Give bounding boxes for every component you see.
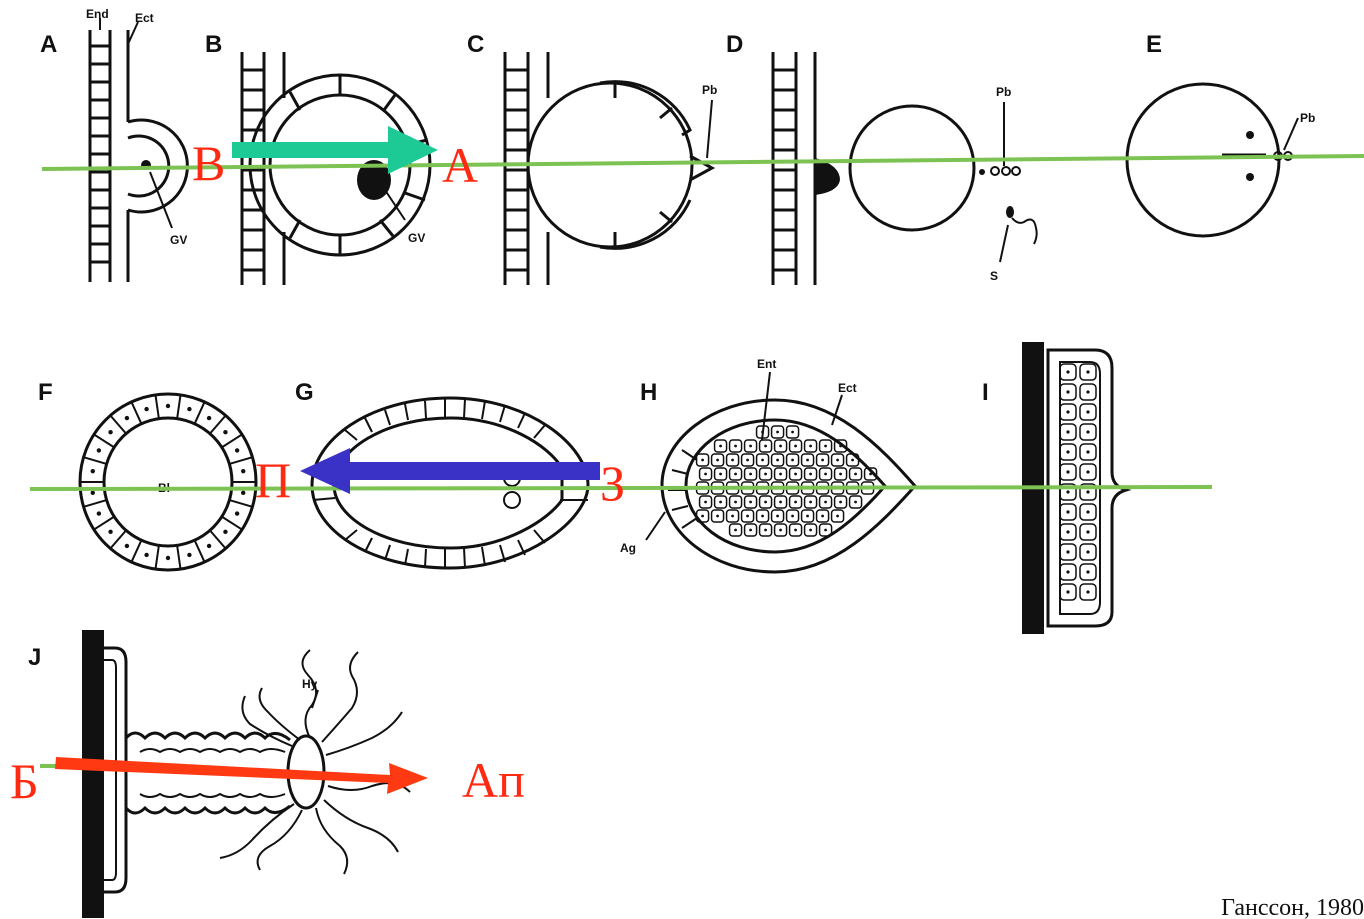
panel-label-g: G	[295, 379, 314, 406]
endoderm-layer	[242, 70, 264, 270]
endoderm-layer	[505, 70, 528, 270]
endoderm-layer	[90, 46, 110, 262]
panel-e: E Pb	[1127, 31, 1315, 236]
panel-label-d: D	[726, 31, 743, 58]
label-gv-a: GV	[170, 233, 187, 247]
source-credit: Ганссон, 1980	[1221, 895, 1364, 919]
panel-c: C Pb	[467, 31, 717, 285]
endoderm-layer	[773, 70, 796, 270]
label-hy: Hy	[302, 677, 318, 691]
label-pb-d: Pb	[996, 85, 1011, 99]
panel-label-e: E	[1146, 31, 1162, 58]
label-ag: Ag	[620, 541, 636, 555]
label-pb-c: Pb	[702, 83, 717, 97]
label-pb-e: Pb	[1300, 111, 1315, 125]
axis-label-row1-start: В	[192, 135, 225, 191]
panel-label-c: C	[467, 31, 484, 58]
panel-label-j: J	[28, 644, 41, 671]
panel-label-f: F	[38, 379, 53, 406]
axis-label-row3-end: Ап	[462, 752, 525, 808]
panel-label-h: H	[640, 379, 657, 406]
label-end: End	[86, 7, 109, 21]
label-gv-b: GV	[408, 231, 425, 245]
panel-a: A End Ect GV	[40, 7, 187, 282]
label-ect-a: Ect	[135, 11, 154, 25]
axis-label-row2-end: З	[600, 455, 625, 511]
axis-label-row2-start: П	[255, 452, 291, 508]
panel-label-b: B	[205, 31, 222, 58]
label-ent: Ent	[757, 357, 776, 371]
axis-label-row1-end: А	[442, 137, 478, 193]
substrate	[82, 630, 104, 918]
axis-label-row3-start: Б	[10, 753, 39, 809]
panel-h: H Ent Ect Ag	[620, 357, 915, 572]
panel-label-i: I	[982, 379, 989, 406]
label-s-d: S	[990, 269, 998, 283]
arrow-row3	[55, 757, 428, 794]
planula-cells	[1060, 364, 1096, 600]
panel-label-a: A	[40, 31, 57, 58]
panel-f: F Bl	[38, 379, 256, 570]
label-ect-h: Ect	[838, 381, 857, 395]
